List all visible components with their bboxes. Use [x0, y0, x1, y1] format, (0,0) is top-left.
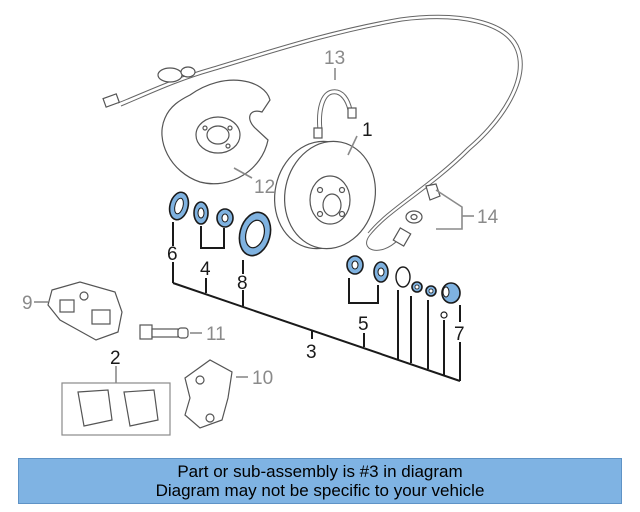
- callout-14: 14: [477, 207, 499, 228]
- sensor-bushings: [405, 183, 441, 224]
- callout-11: 11: [206, 324, 226, 345]
- brake-disc: [273, 140, 377, 250]
- callout-13: 13: [324, 48, 345, 69]
- brake-pad-set: [61, 382, 171, 436]
- callout-8: 8: [237, 273, 248, 294]
- seal-6: [168, 191, 190, 221]
- brake-hose: [313, 89, 357, 139]
- callout-3: 3: [306, 342, 317, 363]
- callout-10: 10: [252, 368, 273, 389]
- abs-sensor-cable: [102, 14, 523, 251]
- guide-bolt: [139, 324, 189, 340]
- callout-9: 9: [22, 293, 33, 314]
- grey-leaders: [34, 68, 474, 383]
- banner-line-2: Diagram may not be specific to your vehi…: [155, 481, 485, 500]
- callout-1: 1: [362, 120, 373, 141]
- grease-cap-7: [441, 282, 461, 304]
- caliper-bracket: [184, 359, 233, 429]
- assembly-3-leaders: [172, 222, 461, 382]
- inner-bearing-5: [346, 255, 389, 283]
- callout-5: 5: [358, 314, 369, 335]
- parts-diagram: 1 2 3 4 5 6 7 8 9 10 11 12 13 14: [22, 14, 523, 436]
- abs-ring-8: [238, 211, 272, 257]
- callout-2: 2: [110, 348, 121, 369]
- callout-4: 4: [200, 259, 211, 280]
- outer-bearing-4: [193, 201, 234, 228]
- info-banner: Part or sub-assembly is #3 in diagram Di…: [18, 458, 622, 504]
- small-parts-3: [395, 266, 448, 319]
- brake-caliper: [47, 281, 123, 341]
- callout-7: 7: [454, 324, 465, 345]
- dust-shield: [161, 79, 271, 185]
- callout-12: 12: [254, 177, 275, 198]
- callout-6: 6: [167, 244, 178, 265]
- banner-line-1: Part or sub-assembly is #3 in diagram: [177, 462, 463, 481]
